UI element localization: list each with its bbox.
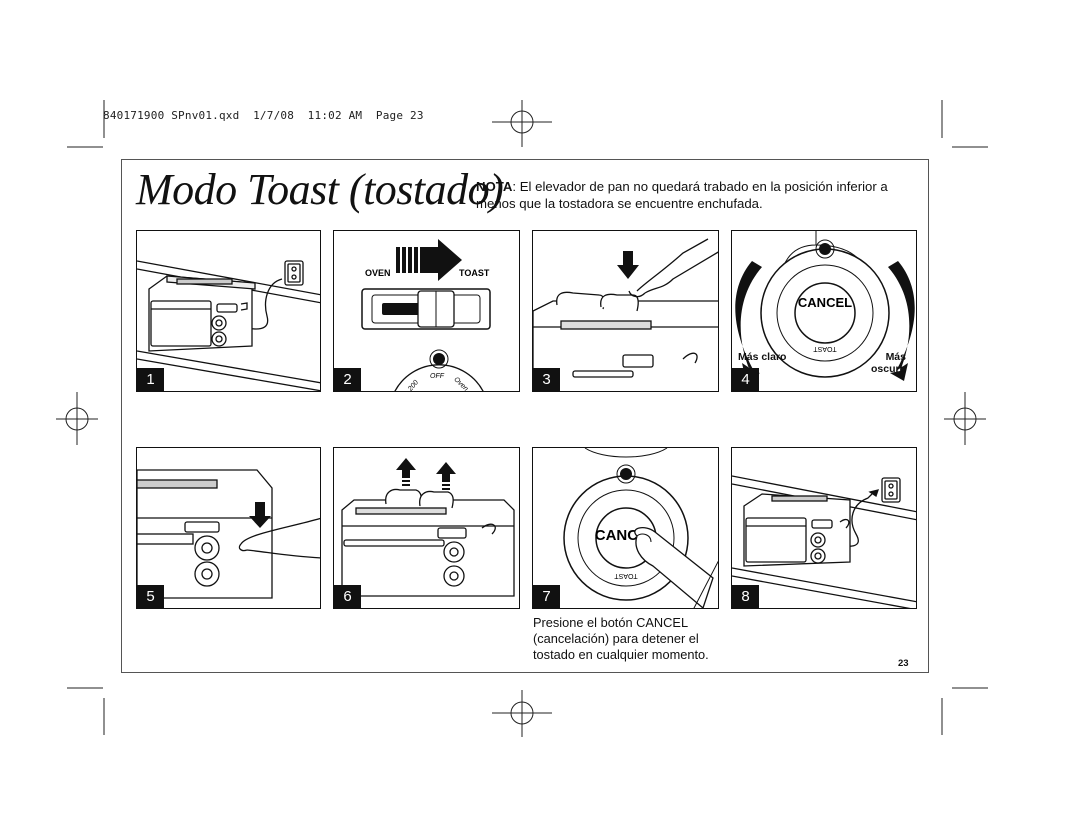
cancel-caption: Presione el botón CANCEL (cancelación) p… — [533, 615, 709, 662]
step-6-panel: 6 — [333, 447, 520, 609]
step-1-panel: 1 — [136, 230, 321, 392]
step-7-panel: CANCEL TOAST 7 — [532, 447, 719, 609]
press-cancel-illustration: CANCEL TOAST — [563, 448, 718, 608]
step-4-number: 4 — [732, 368, 759, 391]
toast-label: TOAST — [459, 268, 490, 278]
page-title: Modo Toast (tostado) — [136, 165, 504, 214]
step-4-panel: CANCEL TOAST Más claro Más oscuro 4 — [731, 230, 917, 392]
step-3-panel: 3 — [532, 230, 719, 392]
step-8-number: 8 — [732, 585, 759, 608]
step-8-panel: 8 — [731, 447, 917, 609]
registration-mark-bottom — [492, 690, 552, 737]
cancel-dial-label: CANCEL — [798, 295, 852, 310]
note-text: : El elevador de pan no quedará trabado … — [476, 179, 888, 211]
unplug-illustration — [732, 475, 916, 608]
darker-label-1: Más — [885, 351, 906, 363]
page-frame — [121, 159, 929, 673]
step-5-number: 5 — [137, 585, 164, 608]
insert-bread-illustration — [533, 238, 718, 391]
toast-dial-label: TOAST — [813, 345, 837, 352]
step-2-panel: OVEN TOAST OFF 200 Oven 2 — [333, 230, 520, 392]
step-5-panel: 5 — [136, 447, 321, 609]
dial-200-label: 200 — [406, 379, 420, 392]
shade-dial-illustration: CANCEL TOAST — [735, 231, 915, 381]
lighter-label: Más claro — [738, 351, 787, 363]
toast-popup-illustration — [341, 458, 515, 597]
step-6-number: 6 — [334, 585, 361, 608]
registration-mark-right — [944, 392, 986, 445]
darker-label-2: oscuro — [870, 363, 906, 375]
dial-off-label: OFF — [430, 373, 445, 380]
printer-slug: 840171900 SPnv01.qxd 1/7/08 11:02 AM Pag… — [103, 109, 424, 122]
step-7-number: 7 — [533, 585, 560, 608]
registration-mark-top — [492, 100, 552, 147]
step-2-number: 2 — [334, 368, 361, 391]
step-1-number: 1 — [137, 368, 164, 391]
press-lever-illustration — [137, 469, 320, 599]
toast-dial-label-7: TOAST — [614, 572, 638, 579]
page-number: 23 — [898, 658, 909, 669]
note-paragraph: NOTA: El elevador de pan no quedará trab… — [476, 178, 916, 212]
selector-slider-illustration: OVEN TOAST OFF 200 Oven — [361, 239, 491, 392]
oven-label: OVEN — [365, 268, 391, 278]
note-label: NOTA — [476, 179, 513, 194]
step-3-number: 3 — [533, 368, 560, 391]
toaster-plugged-illustration — [137, 259, 320, 391]
registration-mark-left — [56, 392, 98, 445]
